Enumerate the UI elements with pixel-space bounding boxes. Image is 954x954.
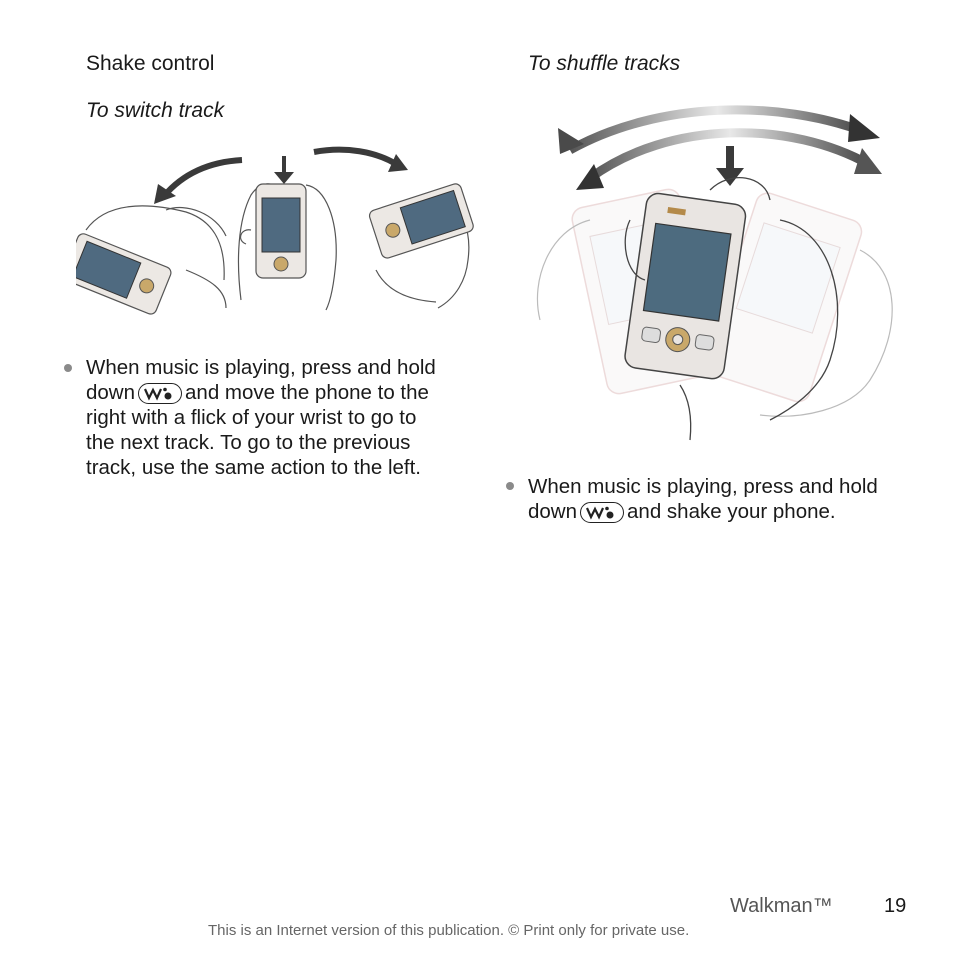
shuffle-tracks-subtitle: To shuffle tracks — [528, 52, 681, 75]
center-upright-phone — [237, 183, 337, 311]
shake-arc-lower — [587, 128, 873, 182]
footer-section-label: Walkman™ — [730, 895, 833, 917]
press-arrowhead — [274, 172, 294, 184]
instruction-line: right with a flick of your wrist to go t… — [86, 406, 417, 429]
ghost-phone-right — [703, 192, 863, 403]
shuffle-tracks-instruction: When music is playing, press and hold do… — [528, 474, 928, 524]
bullet-marker — [506, 482, 514, 490]
walkman-key-icon — [580, 502, 625, 523]
page-number: 19 — [884, 895, 907, 917]
shake-arrowhead-upper-left — [558, 128, 584, 154]
instruction-line: track, use the same action to the left. — [86, 456, 422, 479]
shake-arrowhead-lower-right — [854, 148, 882, 174]
shuffle-tracks-illustration — [536, 105, 893, 441]
switch-track-illustration — [76, 146, 474, 315]
shake-arc-upper — [567, 105, 867, 154]
press-arrow-shaft — [282, 156, 286, 174]
walkman-key-icon — [138, 383, 183, 404]
left-flick-arrowhead — [154, 184, 176, 204]
bullet-marker — [64, 364, 72, 372]
shake-arrowhead-lower-left — [576, 164, 604, 190]
press-arrowhead — [716, 168, 744, 186]
right-flick-arrow — [313, 146, 398, 167]
shake-arrowhead-upper-right — [848, 114, 880, 142]
main-phone — [624, 192, 747, 380]
press-arrow-shaft — [726, 146, 734, 172]
right-tilted-phone — [368, 183, 474, 309]
instruction-line: the next track. To go to the previous — [86, 431, 411, 454]
instruction-line: When music is playing, press and hold — [86, 356, 436, 379]
copyright-notice: This is an Internet version of this publ… — [208, 922, 690, 939]
left-tilted-phone — [76, 205, 227, 315]
section-title: Shake control — [86, 52, 215, 75]
left-flick-arrow — [161, 157, 243, 198]
instruction-line: When music is playing, press and hold — [528, 475, 878, 498]
switch-track-subtitle: To switch track — [86, 99, 225, 122]
right-flick-arrowhead — [388, 154, 408, 172]
switch-track-instruction: When music is playing, press and hold do… — [86, 355, 486, 480]
